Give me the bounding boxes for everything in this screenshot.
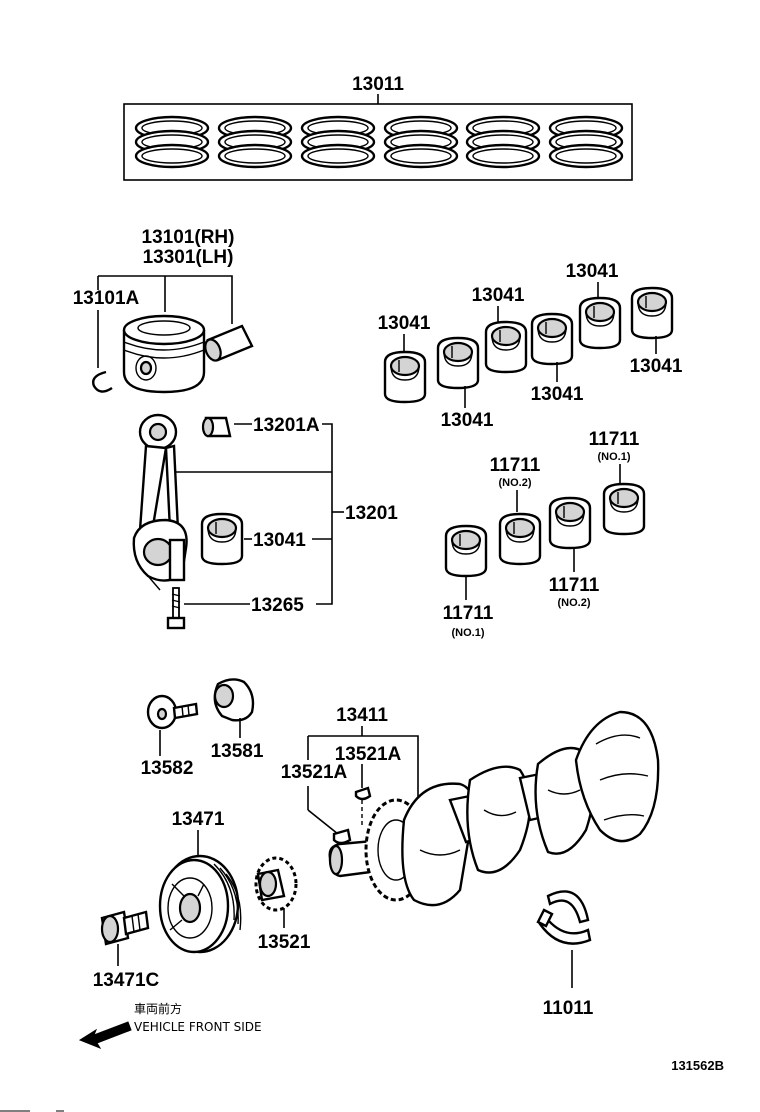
diagram-code: 131562B (671, 1058, 724, 1073)
rod-bearing-icon (578, 296, 622, 350)
label-11011: 11011 (543, 998, 594, 1019)
crankshaft-icon (328, 710, 660, 907)
label-13011: 13011 (352, 74, 404, 95)
direction-english: VEHICLE FRONT SIDE (134, 1020, 262, 1034)
label-13041: 13041 (253, 530, 306, 551)
main-bearing-icon (548, 496, 592, 550)
crank-pulley-icon (158, 854, 242, 954)
pin-bushing-icon (201, 416, 232, 438)
rod-bearing-icon (630, 286, 674, 340)
left-down-arrow-icon (78, 1021, 132, 1050)
piston-icon (122, 314, 206, 394)
label-13201: 13201 (345, 503, 398, 524)
rod-bolt-icon (166, 587, 186, 630)
label-13201a: 13201A (253, 415, 320, 436)
note-no2: (NO.2) (558, 597, 591, 609)
label-13265: 13265 (251, 595, 304, 616)
label-13101a: 13101A (73, 288, 140, 309)
label-13041: 13041 (630, 356, 683, 377)
main-bearing-icon (498, 512, 542, 566)
direction-japanese: 車両前方 (134, 1001, 182, 1016)
label-13041: 13041 (531, 384, 584, 405)
label-11711: 11711 (589, 429, 640, 450)
label-11711: 11711 (490, 455, 541, 476)
label-11711: 11711 (443, 603, 494, 624)
thrust-washer-icon (536, 890, 592, 945)
plate-bolt-icon (146, 694, 199, 730)
piston-ring-icon (465, 115, 541, 169)
label-13411: 13411 (336, 705, 388, 726)
label-13521a: 13521A (281, 762, 348, 783)
piston-ring-icon (134, 115, 210, 169)
label-13582: 13582 (141, 758, 194, 779)
label-13041: 13041 (472, 285, 525, 306)
piston-ring-icon (548, 115, 624, 169)
label-13581: 13581 (211, 741, 264, 762)
label-11711: 11711 (549, 575, 600, 596)
label-13041: 13041 (378, 313, 431, 334)
crank-key-icon (354, 786, 372, 801)
note-no1: (NO.1) (452, 627, 485, 639)
plate-icon (213, 678, 255, 722)
crank-gear-icon (254, 856, 298, 912)
label-13301-lh: 13301(LH) (143, 247, 234, 268)
rod-bearing-icon (530, 312, 574, 366)
rod-bearing-icon (436, 336, 480, 390)
label-13471c: 13471C (93, 970, 160, 991)
label-13521: 13521 (258, 932, 311, 953)
piston-pin-icon (204, 324, 254, 362)
label-13521a: 13521A (335, 744, 402, 765)
label-13471: 13471 (172, 809, 225, 830)
main-bearing-icon (444, 524, 488, 578)
piston-ring-set-frame (123, 103, 633, 181)
connecting-rod-icon (132, 413, 188, 591)
rod-bearing-icon (484, 320, 528, 374)
piston-ring-icon (383, 115, 459, 169)
label-13101-rh: 13101(RH) (142, 227, 235, 248)
rod-bearing-icon (200, 512, 244, 566)
piston-ring-icon (300, 115, 376, 169)
note-no2: (NO.2) (499, 477, 532, 489)
rod-bearing-icon (383, 350, 427, 404)
snap-ring-icon (92, 370, 113, 393)
piston-ring-icon (217, 115, 293, 169)
label-13041: 13041 (441, 410, 494, 431)
label-13041: 13041 (566, 261, 619, 282)
main-bearing-icon (602, 482, 646, 536)
pulley-bolt-icon (100, 910, 150, 946)
note-no1: (NO.1) (598, 451, 631, 463)
